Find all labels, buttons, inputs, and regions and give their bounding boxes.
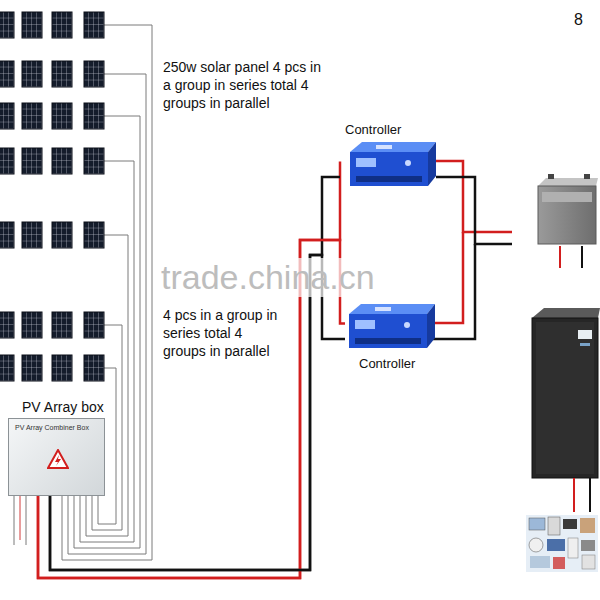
- note-text: 250w solar panel 4 pcs in a group in ser…: [163, 58, 323, 113]
- device-part: [405, 160, 411, 166]
- corner-text: 8: [574, 10, 598, 31]
- device-part: [349, 314, 427, 348]
- solar-panels: [0, 12, 104, 381]
- device-part: [375, 307, 391, 311]
- device-part: [349, 304, 435, 314]
- note-text: 4 pcs in a group in series total 4 group…: [163, 306, 281, 361]
- warning-triangle: [48, 450, 68, 468]
- node-label: Controller: [340, 122, 440, 138]
- controller-device: [346, 138, 436, 190]
- output-wires: [433, 161, 512, 339]
- warning-sign: [47, 449, 69, 469]
- watermark: trade.china.cn: [158, 258, 378, 297]
- combiner-enclosure: PV Array Combiner Box: [8, 418, 105, 496]
- device-part: [376, 145, 392, 149]
- device-part: [428, 142, 436, 186]
- device-part: [356, 176, 422, 182]
- device-part: [355, 338, 421, 344]
- battery: [538, 174, 598, 268]
- device-part: [427, 304, 435, 348]
- inverter: [532, 308, 600, 512]
- device-part: [356, 158, 376, 167]
- node-label: Controller: [345, 352, 437, 372]
- device-part: [355, 320, 375, 329]
- warning-bolt: [55, 455, 61, 466]
- device-part: [350, 142, 436, 152]
- node-heading: PV Array box: [8, 398, 126, 416]
- device-part: [350, 152, 428, 186]
- negative-wire: [50, 177, 340, 570]
- positive-wire: [38, 161, 340, 578]
- controller-unit: Controller: [340, 122, 440, 190]
- combiner-box: PV Array box PV Array Combiner Box: [8, 398, 126, 496]
- controller-unit: Controller: [345, 300, 437, 372]
- enclosure-text: PV Array Combiner Box: [9, 419, 104, 432]
- dc-cable: [38, 161, 340, 578]
- controller-device: [345, 300, 435, 352]
- appliances: [526, 515, 598, 572]
- device-part: [404, 322, 410, 328]
